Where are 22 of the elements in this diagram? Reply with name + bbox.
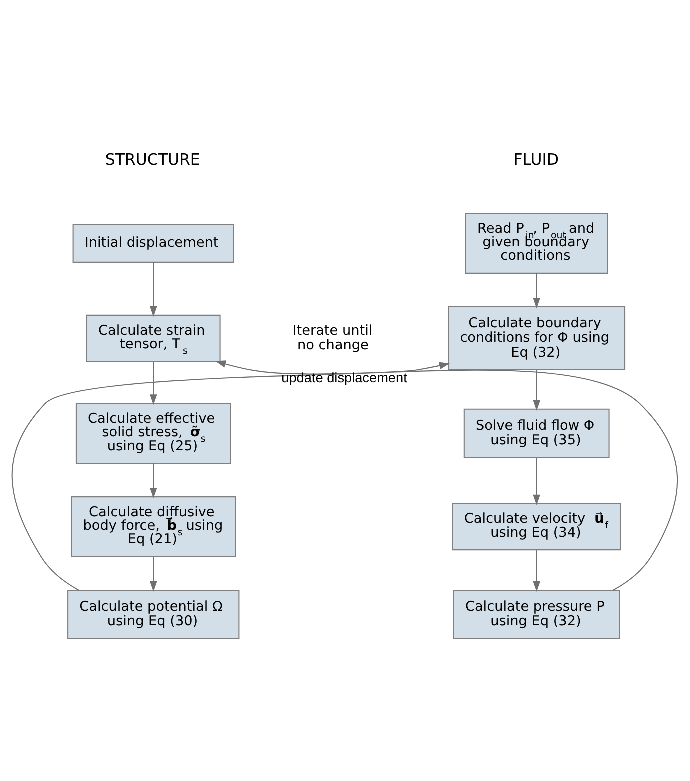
label: FLUID xyxy=(514,150,560,169)
label: Iterate until no change xyxy=(292,322,373,354)
node-box: Calculate pressure P using Eq (32) xyxy=(453,590,620,640)
arrow xyxy=(12,362,450,591)
arrow xyxy=(150,464,158,498)
node-box: Calculate effective solid stress, σ̃$_{s}$ using Eq (25) xyxy=(76,403,232,464)
arrow xyxy=(150,557,158,592)
arrow xyxy=(533,550,541,592)
node-box: Calculate strain tensor, T$_{s}$ xyxy=(86,314,221,362)
arrow xyxy=(150,362,158,406)
node-box: Calculate velocity u⃗$_{f}$ using Eq (34) xyxy=(452,503,622,551)
arrow xyxy=(216,360,678,591)
label: STRUCTURE xyxy=(105,150,200,169)
node-box: Calculate diffusive body force, b⃗$_{s}$ using Eq (21) xyxy=(71,496,236,558)
arrow xyxy=(533,273,541,309)
arrow xyxy=(150,262,158,317)
arrow xyxy=(533,370,541,411)
node-box: Solve fluid flow Φ using Eq (35) xyxy=(464,408,610,458)
arrow xyxy=(533,458,541,506)
node-box: Initial displacement xyxy=(72,224,234,263)
node-box: Calculate potential Ω using Eq (30) xyxy=(68,590,240,640)
node-box: Calculate boundary conditions for Φ using Eq (32) xyxy=(448,306,626,371)
